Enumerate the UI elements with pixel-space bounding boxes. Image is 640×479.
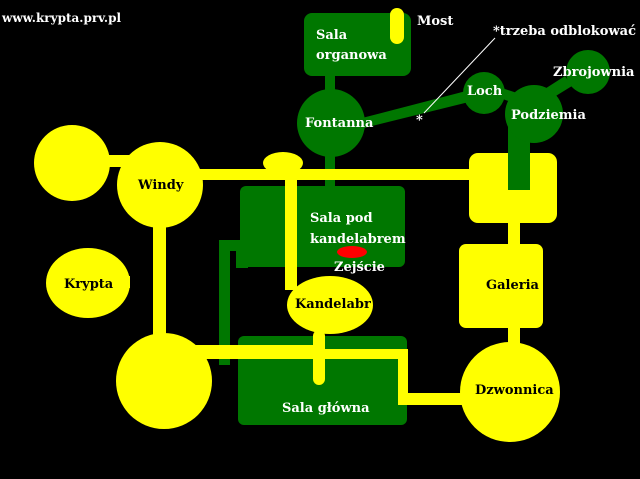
- label-zejscie: Zejście: [334, 260, 385, 275]
- label-podziemia: Podziemia: [511, 108, 586, 123]
- label-fontanna: Fontanna: [305, 116, 374, 131]
- label-dzwonnica: Dzwonnica: [475, 383, 554, 398]
- label-galeria: Galeria: [486, 278, 540, 293]
- room-zbrojownia: [566, 50, 610, 94]
- room-krypta: [46, 248, 130, 318]
- room-sala-pod-kandelabrem: [240, 186, 405, 267]
- room-windy: [117, 142, 203, 228]
- passage-bottom-east: [195, 349, 408, 359]
- passage-down-to-kandelabr: [285, 180, 297, 290]
- unlock-marker: *: [416, 113, 423, 128]
- room-fontanna: [297, 89, 365, 157]
- exit-marker: [337, 246, 367, 258]
- unlock-note: *trzeba odblokować: [493, 24, 636, 39]
- room-small-dome: [263, 152, 303, 174]
- passage-fontanna-sala-pod: [325, 145, 335, 190]
- passage-fontanna-loch: [362, 90, 473, 128]
- room-south-west: [116, 333, 212, 429]
- room-galeria: [459, 244, 543, 328]
- label-sala-pod-line2: kandelabrem: [310, 232, 406, 247]
- passage-to-dzwonnica: [398, 393, 468, 405]
- room-west-circle: [34, 125, 110, 201]
- label-sala-pod-line1: Sala pod: [310, 211, 373, 226]
- label-loch: Loch: [467, 84, 503, 99]
- label-zbrojownia: Zbrojownia: [553, 65, 635, 80]
- passage-east-vertical: [398, 349, 408, 405]
- room-most: [390, 8, 404, 44]
- passage-windy-east: [195, 169, 475, 180]
- label-kandelabr: Kandelabr: [295, 297, 371, 312]
- room-kandelabr: [287, 276, 373, 334]
- room-loch: [463, 72, 505, 114]
- label-sala-organowa-line2: organowa: [316, 48, 387, 63]
- passage-left-vertical: [219, 240, 230, 365]
- room-podziemia: [505, 85, 563, 143]
- passage-windy-south: [153, 220, 166, 345]
- label-sala-glowna: Sala główna: [282, 401, 370, 416]
- label-windy: Windy: [137, 178, 184, 193]
- site-url: www.krypta.prv.pl: [1, 11, 122, 25]
- room-dzwonnica: [460, 342, 560, 442]
- label-sala-organowa-line1: Sala: [316, 28, 348, 43]
- passage-galeria-north: [508, 222, 520, 246]
- room-sala-organowa: [304, 13, 411, 76]
- note-pointer-line: [423, 37, 496, 114]
- label-most: Most: [417, 14, 453, 29]
- passage-podziemia-stairs: [508, 150, 530, 190]
- label-krypta: Krypta: [64, 277, 114, 292]
